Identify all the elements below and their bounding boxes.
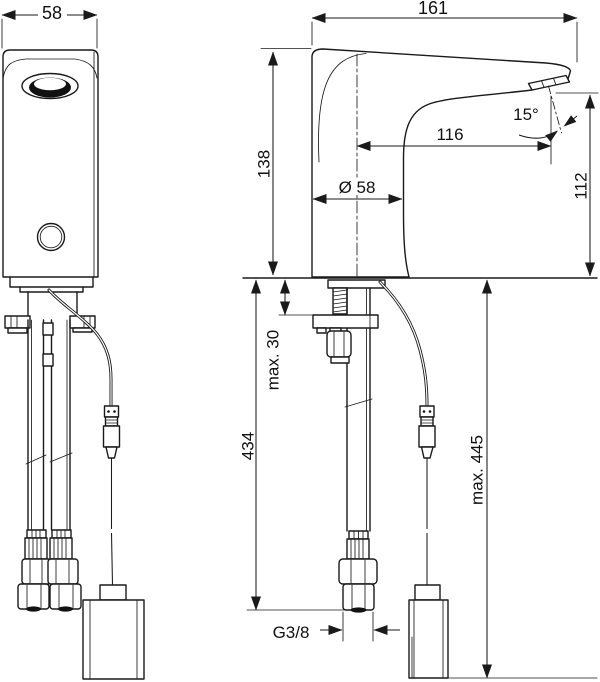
- dim-hose-length: 434: [239, 279, 356, 611]
- cable-connector: [102, 405, 121, 459]
- hose-break-mark: [344, 398, 373, 408]
- threaded-shank: [332, 287, 348, 315]
- control-box-front: [82, 599, 145, 680]
- hose-fitting-right: [47, 529, 82, 612]
- front-aerator: [21, 72, 79, 100]
- faucet-front-body: [2, 49, 99, 278]
- hose-break-mark: [25, 454, 47, 465]
- box-cable-gland: [414, 584, 441, 601]
- side-hose-fitting: [338, 530, 378, 613]
- dim-thread-size-label: G3/8: [273, 623, 310, 642]
- side-body-outline: [311, 48, 572, 278]
- dim-thread-size: G3/8: [273, 611, 400, 642]
- mounting-nut: [326, 330, 352, 364]
- side-sensor-cable: [378, 280, 449, 679]
- cable-connector: [418, 405, 436, 459]
- dim-front-width-label: 58: [42, 3, 62, 23]
- dim-front-width: 58: [1, 3, 98, 49]
- dim-hose-length-label: 434: [239, 432, 258, 460]
- dim-cable-length-label: max. 445: [468, 435, 487, 505]
- dim-side-length: 161: [311, 0, 578, 63]
- front-spout-panel: [2, 58, 98, 80]
- front-body-outline: [2, 49, 99, 278]
- side-view: 161 Ø 58 138: [239, 0, 599, 679]
- dim-body-height-label: 138: [255, 150, 274, 178]
- dim-base-diameter: Ø 58: [312, 178, 403, 204]
- dim-base-diameter-label: Ø 58: [339, 178, 376, 197]
- sensor-window: [36, 222, 66, 252]
- dim-side-length-label: 161: [418, 0, 448, 18]
- hose-break-mark: [49, 452, 73, 463]
- side-aerator: [527, 74, 571, 91]
- dim-body-height: 138: [255, 48, 312, 276]
- hose-clip: [42, 322, 54, 336]
- control-box-side: [408, 599, 449, 679]
- dim-deck-thickness-label: max. 30: [264, 330, 283, 390]
- dim-label-backing: [38, 4, 67, 17]
- front-mounting-bracket-left: [4, 315, 31, 334]
- dim-deck-thickness: max. 30: [264, 279, 314, 390]
- dim-cable-length: max. 445: [447, 279, 598, 679]
- dim-outlet-height: 112: [555, 92, 599, 277]
- base-flange: [327, 279, 386, 289]
- faucet-side-body: [311, 48, 572, 278]
- side-below-deck: [312, 279, 449, 679]
- front-supply-hoses: [25, 319, 73, 531]
- dim-spout-reach-label: 116: [436, 125, 463, 144]
- dim-spout-angle-label: 15°: [513, 105, 539, 124]
- box-cable-gland: [99, 584, 127, 601]
- dim-spout-angle: 15°: [513, 85, 578, 142]
- side-body-inner-contour: [318, 53, 367, 163]
- front-view: 58: [1, 3, 145, 680]
- dim-label-backing: [334, 179, 380, 195]
- dim-outlet-height-label: 112: [572, 172, 591, 199]
- front-base: [9, 276, 94, 321]
- hose-clip: [42, 353, 54, 367]
- front-sensor-cable: [47, 288, 145, 680]
- dim-spout-reach: 116: [356, 95, 552, 165]
- hose-fitting-left: [17, 529, 52, 612]
